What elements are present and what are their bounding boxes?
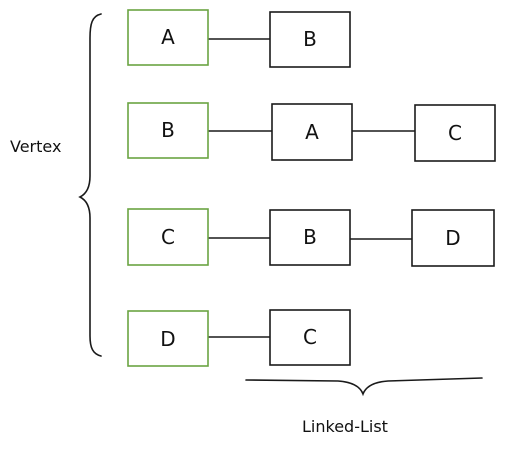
- list-node: [269, 11, 351, 68]
- linked-list-brace: [245, 377, 483, 397]
- list-node-label: A: [305, 120, 319, 144]
- vertex-node: [127, 310, 209, 367]
- vertex-node: [127, 102, 209, 159]
- vertex-brace: [78, 13, 102, 357]
- list-node-label: C: [303, 325, 317, 349]
- list-node: [414, 104, 496, 162]
- vertex-node-label: A: [161, 25, 175, 49]
- linked-list-label: Linked-List: [302, 417, 388, 436]
- row-b: B A C: [127, 102, 496, 162]
- list-node-label: B: [303, 27, 317, 51]
- row-d: D C: [127, 309, 351, 367]
- vertex-node: [127, 9, 209, 66]
- vertex-node-label: B: [161, 118, 175, 142]
- list-node-label: B: [303, 225, 317, 249]
- list-node: [269, 209, 351, 266]
- row-c: C B D: [127, 208, 495, 267]
- list-node-label: D: [445, 226, 460, 250]
- vertex-node: [127, 208, 209, 266]
- list-node-label: C: [448, 121, 462, 145]
- list-node: [269, 309, 351, 366]
- row-a: A B: [127, 9, 351, 68]
- vertex-node-label: C: [161, 225, 175, 249]
- vertex-label: Vertex: [10, 137, 61, 156]
- vertex-node-label: D: [160, 327, 175, 351]
- list-node: [411, 209, 495, 267]
- list-node: [271, 103, 353, 161]
